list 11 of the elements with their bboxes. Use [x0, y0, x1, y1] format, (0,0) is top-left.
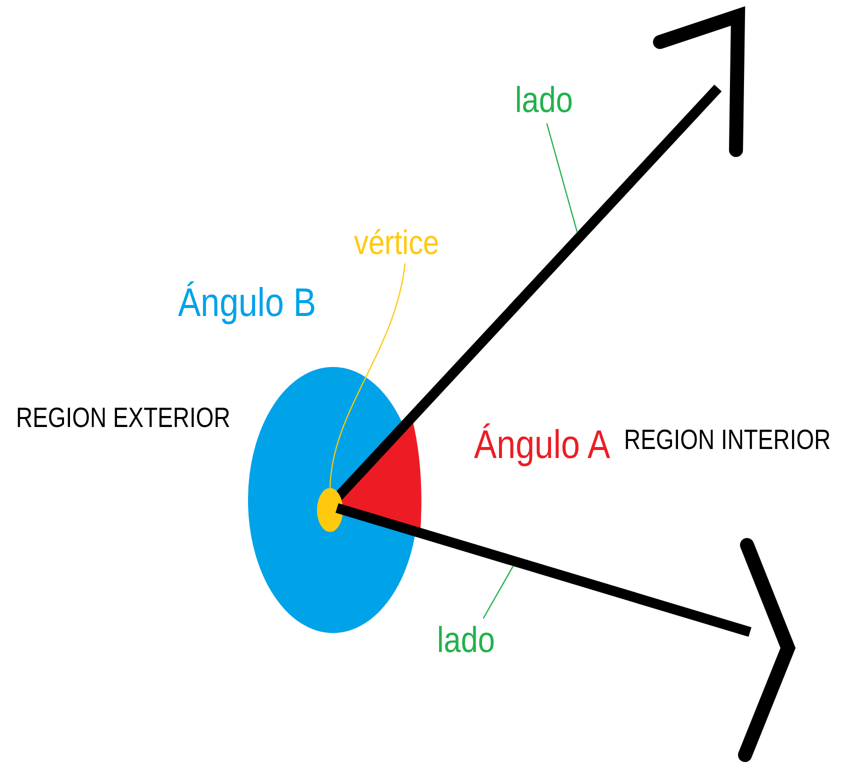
- leader-line: [329, 263, 406, 488]
- region-label: REGION INTERIOR: [624, 426, 831, 454]
- angle-label: Ángulo B: [178, 283, 316, 323]
- region-label: REGION EXTERIOR: [16, 404, 230, 432]
- callout-label: lado: [515, 82, 573, 118]
- leader-line: [482, 566, 514, 619]
- vertex-dot: [317, 488, 343, 532]
- callout-label: lado: [437, 622, 495, 658]
- callout-label: vértice: [354, 226, 440, 260]
- leader-line: [546, 123, 578, 232]
- angle-label: Ángulo A: [474, 425, 610, 465]
